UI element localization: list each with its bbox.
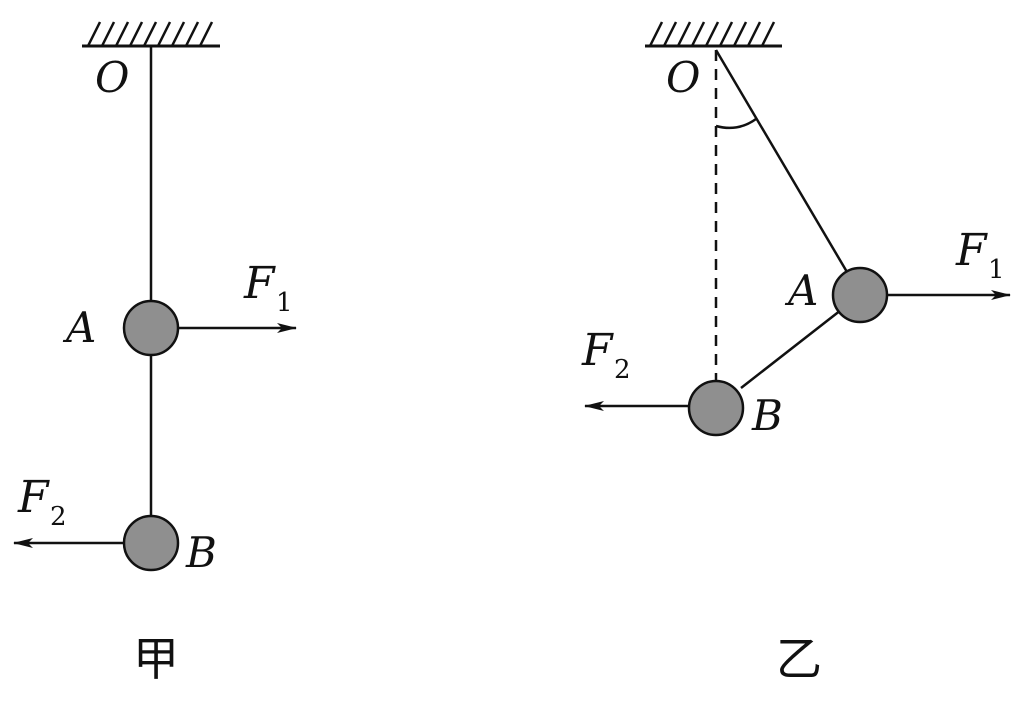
pivot-label-jia: O bbox=[95, 53, 129, 102]
pivot-label-yi: O bbox=[666, 53, 700, 102]
string-ab-yi bbox=[740, 309, 842, 389]
force2-symbol-jia: F bbox=[17, 472, 50, 523]
force1-symbol-jia: F bbox=[243, 258, 276, 309]
ceiling-support-jia bbox=[82, 21, 220, 48]
force1-subscript-yi: 1 bbox=[988, 255, 1005, 285]
force1-subscript-jia: 1 bbox=[276, 288, 293, 318]
angle-arc-yi bbox=[715, 117, 757, 130]
figure-yi: O A B F 1 F 2 乙 bbox=[581, 21, 1011, 686]
figure-jia: O A B F 1 F 2 甲 bbox=[13, 21, 297, 686]
force2-subscript-yi: 2 bbox=[614, 355, 631, 385]
string-oa-yi bbox=[714, 49, 849, 273]
ball-b-label-yi: B bbox=[751, 391, 783, 440]
force2-symbol-yi: F bbox=[581, 325, 614, 376]
force2-subscript-jia: 2 bbox=[50, 502, 67, 532]
ball-a-label-yi: A bbox=[784, 266, 818, 315]
ball-a-yi bbox=[831, 266, 889, 324]
ball-b-yi bbox=[687, 379, 745, 437]
ceiling-support-yi bbox=[645, 21, 782, 48]
ball-b-label-jia: B bbox=[185, 528, 217, 577]
force1-symbol-yi: F bbox=[955, 225, 988, 276]
ball-b-jia bbox=[122, 514, 180, 572]
ball-a-label-jia: A bbox=[62, 303, 96, 352]
caption-jia: 甲 bbox=[133, 632, 179, 686]
ball-a-jia bbox=[122, 299, 180, 357]
caption-yi: 乙 bbox=[776, 632, 822, 686]
